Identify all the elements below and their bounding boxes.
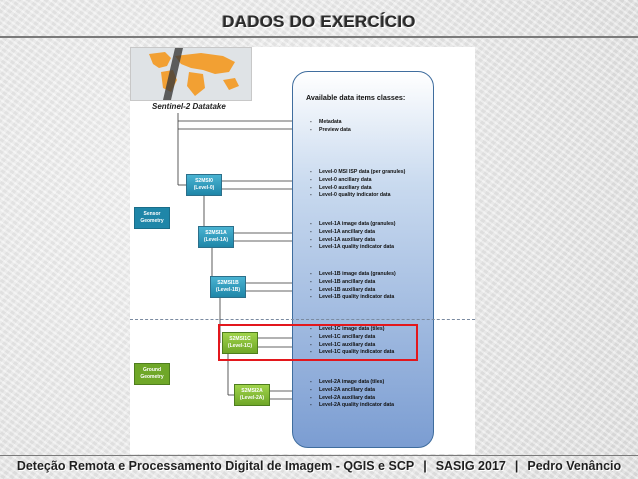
list-item: Level-2A quality indicator data xyxy=(310,402,394,410)
sensor-geometry-line1: Sensor xyxy=(143,211,161,217)
footer-separator: | xyxy=(423,459,427,473)
level-1c-name: (Level-1C) xyxy=(227,343,253,349)
level-1c-box: S2MSI1C (Level-1C) xyxy=(222,332,258,354)
list-item: Level-0 ancillary data xyxy=(310,177,405,185)
list-item: Level-1C quality indicator data xyxy=(310,349,394,357)
list-item: Level-0 MSI ISP data (per granules) xyxy=(310,169,405,177)
list-item: Level-1B auxiliary data xyxy=(310,287,396,295)
footer-event: SASIG 2017 xyxy=(435,459,506,473)
ground-geometry-line2: Geometry xyxy=(140,374,164,380)
list-item: Metadata xyxy=(310,119,351,127)
list-item: Level-2A image data (tiles) xyxy=(310,379,394,387)
level-1b-box: S2MSI1B (Level-1B) xyxy=(210,276,246,298)
world-map-thumbnail xyxy=(130,47,252,101)
diagram-panel: Sentinel-2 Datatake xyxy=(130,47,475,454)
sensor-geometry-label: Sensor Geometry xyxy=(134,207,170,229)
list-item: Preview data xyxy=(310,127,351,135)
data-classes-title: Available data items classes: xyxy=(306,93,406,102)
ground-geometry-line1: Ground xyxy=(142,367,162,373)
level-1c-highlight xyxy=(218,324,418,361)
level-1c-items: Level-1C image data (tiles) Level-1C anc… xyxy=(310,326,394,357)
list-item: Level-1A auxiliary data xyxy=(310,237,396,245)
level-2a-box: S2MSI2A (Level-2A) xyxy=(234,384,270,406)
world-map-graphic xyxy=(131,48,251,100)
list-item: Level-2A auxiliary data xyxy=(310,395,394,403)
level-1a-name: (Level-1A) xyxy=(203,237,229,243)
level-1b-code: S2MSI1B xyxy=(217,280,239,286)
list-item: Level-0 auxiliary data xyxy=(310,185,405,193)
level-1b-items: Level-1B image data (granules) Level-1B … xyxy=(310,271,396,302)
list-item: Level-1A image data (granules) xyxy=(310,221,396,229)
level-0-items: Level-0 MSI ISP data (per granules) Leve… xyxy=(310,169,405,200)
level-2a-items: Level-2A image data (tiles) Level-2A anc… xyxy=(310,379,394,410)
slide-title: DADOS DO EXERCÍCIO xyxy=(222,12,416,31)
footer-author: Pedro Venâncio xyxy=(527,459,622,473)
sensor-geometry-line2: Geometry xyxy=(140,218,164,224)
level-1b-name: (Level-1B) xyxy=(215,287,241,293)
level-0-box: S2MSI0 (Level-0) xyxy=(186,174,222,196)
list-item: Level-1A ancillary data xyxy=(310,229,396,237)
level-2a-code: S2MSI2A xyxy=(241,388,263,394)
list-item: Level-1B image data (granules) xyxy=(310,271,396,279)
list-item: Level-2A ancillary data xyxy=(310,387,394,395)
list-item: Level-1B ancillary data xyxy=(310,279,396,287)
level-1c-code: S2MSI1C xyxy=(229,336,251,342)
level-1a-box: S2MSI1A (Level-1A) xyxy=(198,226,234,248)
metadata-items: Metadata Preview data xyxy=(310,119,351,135)
datatake-label: Sentinel-2 Datatake xyxy=(152,102,226,111)
list-item: Level-1C auxiliary data xyxy=(310,342,394,350)
list-item: Level-1B quality indicator data xyxy=(310,294,396,302)
level-0-name: (Level-0) xyxy=(193,185,215,191)
level-1a-code: S2MSI1A xyxy=(205,230,227,236)
geometry-separator xyxy=(130,319,475,320)
list-item: Level-1C ancillary data xyxy=(310,334,394,342)
level-2a-name: (Level-2A) xyxy=(239,395,265,401)
footer-course: Deteção Remota e Processamento Digital d… xyxy=(16,459,415,473)
level-0-code: S2MSI0 xyxy=(195,178,213,184)
list-item: Level-1C image data (tiles) xyxy=(310,326,394,334)
footer-separator: | xyxy=(514,459,519,473)
list-item: Level-1A quality indicator data xyxy=(310,244,396,252)
slide-footer: Deteção Remota e Processamento Digital d… xyxy=(0,459,638,473)
footer-divider xyxy=(0,455,638,456)
ground-geometry-label: Ground Geometry xyxy=(134,363,170,385)
list-item: Level-0 quality indicator data xyxy=(310,192,405,200)
title-divider xyxy=(0,36,638,38)
level-1a-items: Level-1A image data (granules) Level-1A … xyxy=(310,221,396,252)
